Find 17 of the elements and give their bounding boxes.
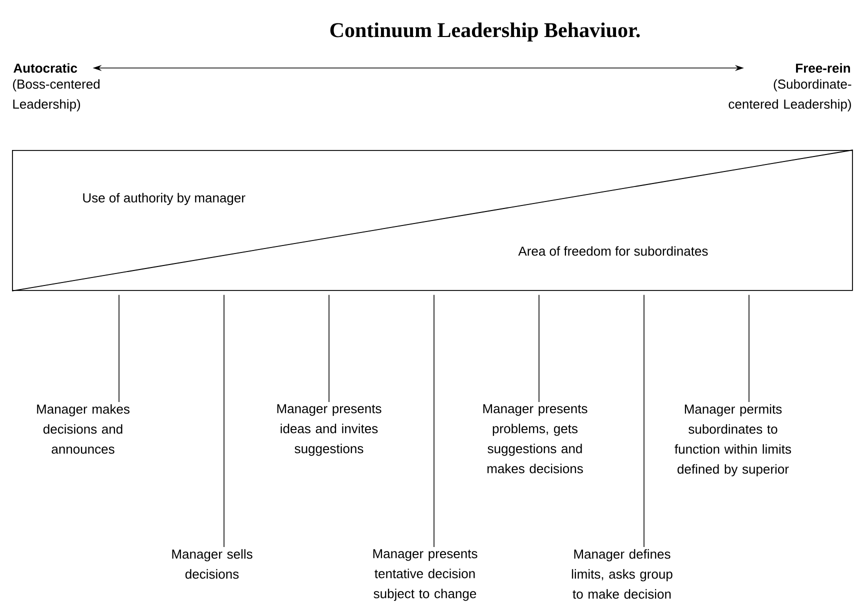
- behaviour-text: Manager permits subordinates to function within limits defined by superior: [674, 404, 792, 476]
- behaviour-text: Manager makes decisions and announces: [37, 404, 130, 454]
- tick-line: [118, 294, 120, 402]
- behaviour-text: Manager defines limits, asks group to make decision: [572, 549, 672, 599]
- end-label: Free-rein: [796, 63, 850, 73]
- behaviour-text: Manager presents ideas and invites suggestions: [277, 404, 382, 456]
- behaviour-text: Manager presents problems, gets suggestions and makes decisions: [483, 404, 588, 474]
- behaviour-text: Manager sells decisions: [172, 549, 252, 579]
- tick-line: [538, 294, 540, 402]
- title: Continuum Leadership Behaviuor.: [330, 22, 640, 42]
- subtitle: (Boss-centered Leadership): [13, 79, 100, 112]
- continuum-box: Use of authority by manager Area of freedom for subordinates: [12, 150, 854, 292]
- behaviour-text: Manager presents tentative decision subject to change: [373, 549, 478, 601]
- end-label: Autocratic: [14, 63, 78, 73]
- tick-line: [328, 294, 330, 402]
- tick-line: [748, 294, 750, 402]
- subtitle: (Subordinate-centered Leadership): [728, 79, 852, 112]
